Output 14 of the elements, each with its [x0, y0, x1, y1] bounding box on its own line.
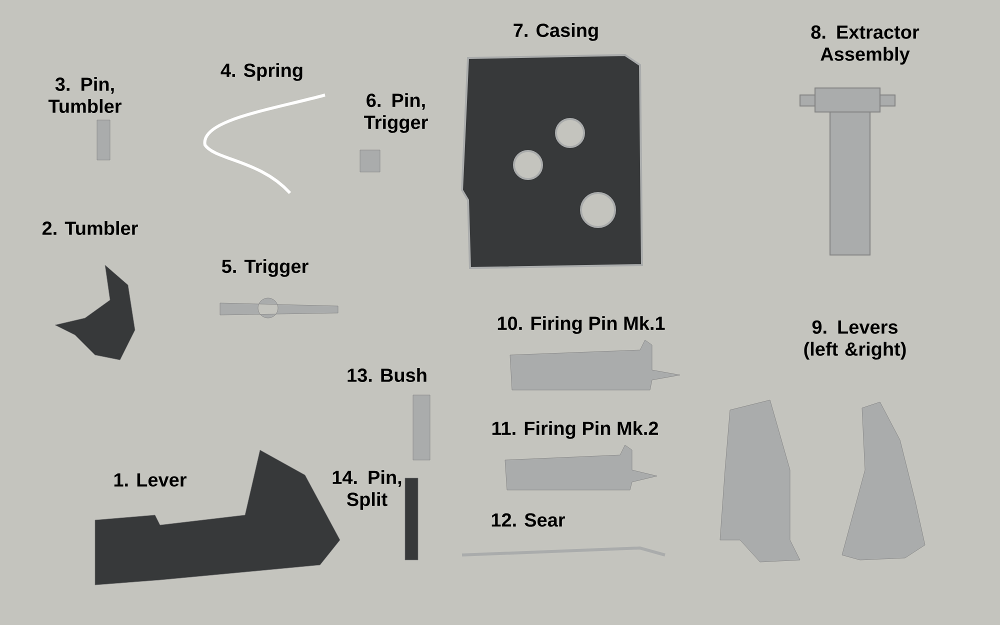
part-label: 1. Lever [114, 473, 186, 487]
part-label: 10. Firing Pin Mk.1 [498, 316, 665, 334]
part-label: 3. Pin, Tumbler [48, 77, 122, 113]
part-label: 5. Trigger [222, 259, 308, 277]
part-label: 14. Pin, Split [332, 470, 402, 510]
part-label: 2. Tumbler [42, 221, 138, 235]
part-label: 8. Extractor Assembly [811, 25, 920, 65]
part-label: 11. Firing Pin Mk.2 [492, 421, 658, 439]
part-label: 9. Levers (left &right) [804, 320, 906, 360]
part-label: 12. Sear [492, 513, 566, 527]
part-label: 6. Pin, Trigger [364, 93, 428, 133]
part-label: 7. Casing [514, 23, 598, 41]
part-label: 13. Bush [348, 368, 426, 382]
part-label: 4. Spring [220, 63, 302, 81]
